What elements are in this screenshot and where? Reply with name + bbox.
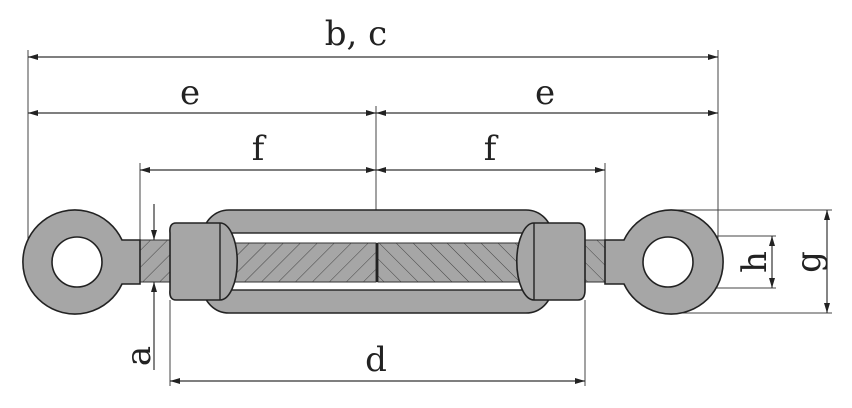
dimension-lines	[28, 54, 830, 384]
label-h: h	[735, 251, 775, 273]
nut-right	[515, 222, 586, 301]
eye-left	[22, 209, 141, 315]
label-e-right: e	[535, 73, 555, 113]
label-e-left: e	[180, 73, 200, 113]
threaded-rod-right	[377, 242, 525, 283]
label-g: g	[789, 251, 829, 273]
label-b-c: b, c	[325, 14, 387, 54]
label-a: a	[119, 346, 159, 366]
nut-left	[169, 222, 239, 301]
label-d: d	[365, 340, 387, 380]
label-f-right: f	[484, 129, 499, 169]
label-f-left: f	[252, 129, 267, 169]
threaded-rod-left	[231, 242, 377, 283]
eye-right	[604, 209, 724, 315]
